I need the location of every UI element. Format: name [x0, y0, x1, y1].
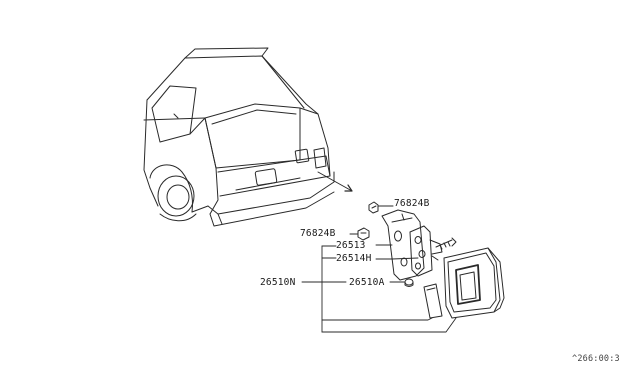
label-lamp-assembly: 26510N [260, 277, 296, 288]
lens-part [423, 283, 443, 319]
figure-code: ^266:00:3 [572, 354, 620, 364]
lamp-housing-part [443, 247, 505, 319]
socket-part [409, 225, 443, 277]
grommet-part [404, 278, 414, 287]
clip-left-part [357, 227, 370, 241]
leader-lines [301, 244, 457, 333]
screw-part [435, 237, 457, 250]
vehicle-rear-illustration [143, 47, 335, 227]
bracket-part [381, 209, 425, 281]
label-bracket: 26513 [336, 240, 366, 251]
location-arrow [317, 171, 353, 192]
label-clip-left: 76824B [300, 228, 336, 239]
clip-upper-part [368, 201, 379, 214]
label-lens: 26510A [349, 277, 385, 288]
label-clip-upper: 76824B [394, 198, 430, 209]
label-socket: 26514H [336, 253, 372, 264]
